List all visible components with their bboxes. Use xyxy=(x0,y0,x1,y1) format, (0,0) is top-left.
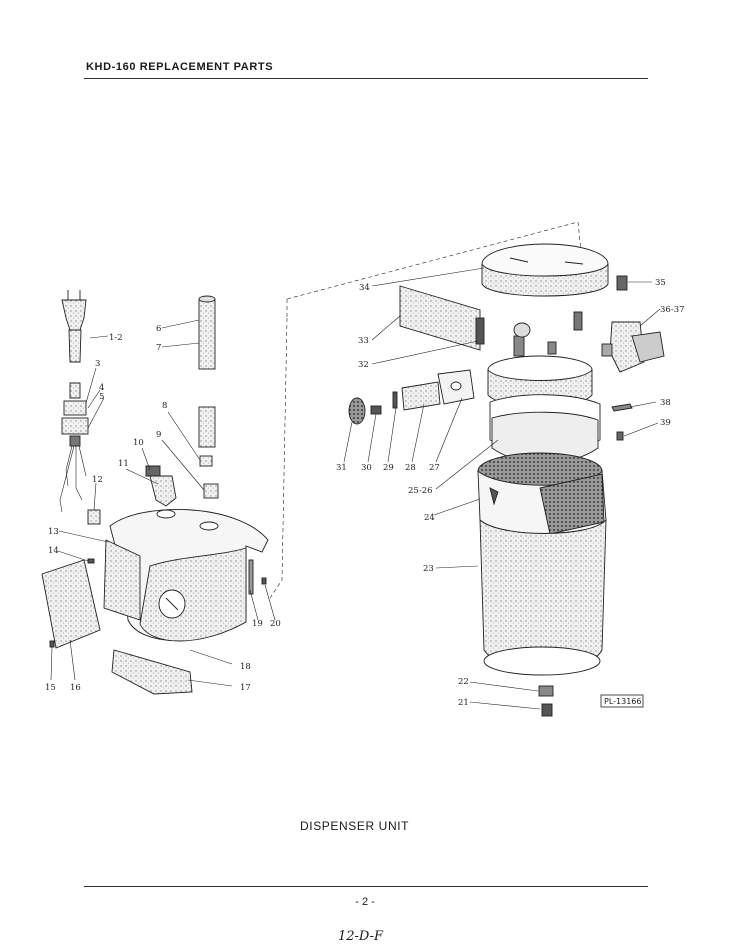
label-10: 10 xyxy=(133,438,144,448)
label-20: 20 xyxy=(270,619,281,629)
leader-lines xyxy=(50,267,661,710)
label-27: 27 xyxy=(429,463,440,473)
plate-id-box: PL-13166 xyxy=(600,694,644,708)
label-36-37: 36-37 xyxy=(660,305,685,315)
label-28: 28 xyxy=(405,463,416,473)
plug-cord-part xyxy=(61,290,87,363)
label-30: 30 xyxy=(361,463,372,473)
valve-part xyxy=(601,275,665,373)
clip-part xyxy=(87,509,101,525)
label-22: 22 xyxy=(458,677,469,687)
label-29: 29 xyxy=(383,463,394,473)
label-38: 38 xyxy=(660,398,671,408)
label-4: 4 xyxy=(99,383,104,393)
label-17: 17 xyxy=(240,683,251,693)
label-5: 5 xyxy=(99,392,104,402)
label-25-26: 25-26 xyxy=(408,486,433,496)
label-24: 24 xyxy=(424,513,435,523)
plate-id: PL-13166 xyxy=(604,697,641,706)
label-9: 9 xyxy=(156,430,161,440)
label-35: 35 xyxy=(655,278,666,288)
strain-relief-part xyxy=(59,382,89,513)
inner-sleeve-part xyxy=(489,394,601,464)
label-32: 32 xyxy=(358,360,369,370)
label-16: 16 xyxy=(70,683,81,693)
label-12: 12 xyxy=(92,475,103,485)
group-dashed-lines xyxy=(269,221,583,599)
label-19: 19 xyxy=(252,619,263,629)
drain-part xyxy=(538,685,554,717)
label-3: 3 xyxy=(95,359,100,369)
label-7: 7 xyxy=(156,343,161,353)
label-13: 13 xyxy=(48,527,59,537)
label-18: 18 xyxy=(240,662,251,672)
label-31: 31 xyxy=(336,463,347,473)
page-number: - 2 - xyxy=(355,896,375,908)
label-1-2: 1-2 xyxy=(109,333,123,343)
label-21: 21 xyxy=(458,698,469,708)
handwritten-note: 12-D-F xyxy=(338,929,384,944)
terminal-box-part xyxy=(399,285,485,351)
top-cover-part xyxy=(487,311,593,407)
tank-part xyxy=(477,452,607,676)
label-34: 34 xyxy=(359,283,370,293)
tube-part xyxy=(198,295,219,499)
label-14: 14 xyxy=(48,546,59,556)
label-33: 33 xyxy=(358,336,369,346)
label-39: 39 xyxy=(660,418,671,428)
side-plate-part xyxy=(41,559,101,649)
switch-group-part xyxy=(348,369,475,425)
small-parts-right xyxy=(611,403,633,441)
lid-part xyxy=(481,243,609,297)
header-rule xyxy=(84,78,648,79)
label-8: 8 xyxy=(162,401,167,411)
bottom-bracket-part xyxy=(111,649,193,695)
label-11: 11 xyxy=(118,459,129,469)
base-housing-part xyxy=(103,509,269,642)
diagram-caption: DISPENSER UNIT xyxy=(300,819,410,833)
label-23: 23 xyxy=(423,564,434,574)
elbow-part xyxy=(145,465,177,507)
callout-labels: 1-2 3 4 5 6 7 8 9 10 11 12 13 14 15 16 1… xyxy=(45,278,685,708)
footer-rule xyxy=(84,886,648,887)
header-title: KHD-160 REPLACEMENT PARTS xyxy=(86,61,274,73)
label-6: 6 xyxy=(156,324,161,334)
label-15: 15 xyxy=(45,683,56,693)
